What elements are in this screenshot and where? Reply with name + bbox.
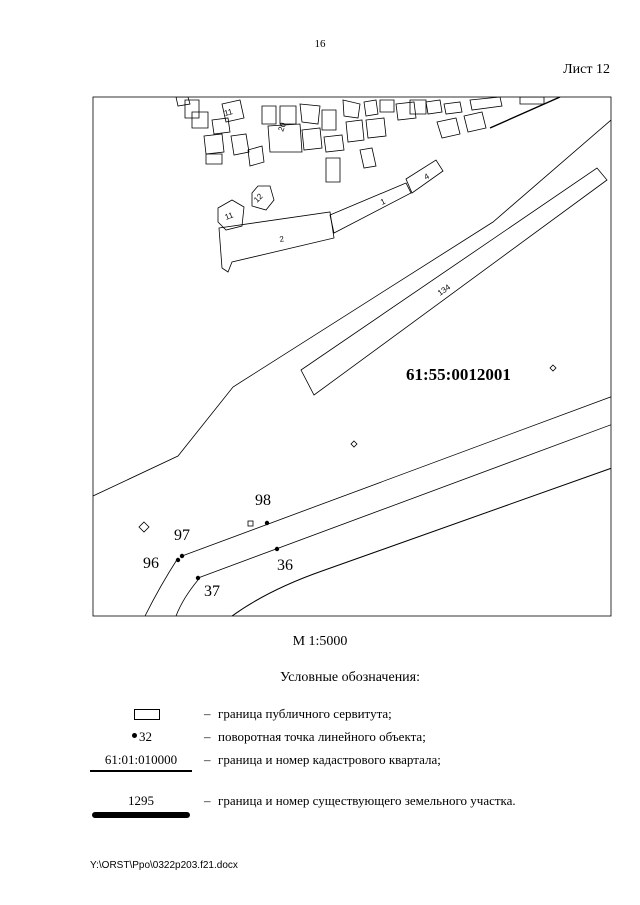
parcel-label-11-south: 11	[224, 210, 235, 221]
turning-point-96	[175, 557, 181, 563]
page-number: 16	[314, 38, 326, 50]
parcel-label-1: 1	[379, 197, 387, 207]
parcel-label-12: 12	[252, 191, 265, 204]
legend-dash: –	[204, 793, 211, 808]
point-label-96: 96	[143, 555, 159, 572]
legend-title: Условные обозначения:	[279, 670, 421, 685]
parcel-label-4: 4	[423, 171, 432, 181]
road-curve-west	[144, 557, 179, 616]
legend-item-cadastral-quarter: 61:01:010000 – граница и номер кадастров…	[0, 750, 640, 772]
legend-text: граница и номер кадастрового квартала;	[218, 752, 441, 767]
servitude-line-north	[181, 396, 611, 557]
legend-text: граница публичного сервитута;	[218, 706, 392, 721]
building-blocks	[175, 97, 545, 231]
point-label-97: 97	[174, 527, 190, 544]
parcel-4	[405, 159, 444, 194]
legend-dash: –	[204, 729, 211, 744]
parcel-label-20: 20	[276, 121, 288, 133]
legend-dash: –	[204, 752, 211, 767]
turning-point-98	[264, 520, 270, 526]
footer-file-path: Y:\ORST\Ppo\0322p203.f21.docx	[90, 860, 238, 871]
servitude-line-south	[197, 424, 611, 579]
legend-symbol-thick-line: 1295	[90, 791, 192, 818]
parcel-label-2: 2	[279, 234, 285, 244]
legend-symbol-text: 32	[139, 729, 152, 744]
road-boundary-top-right	[489, 97, 561, 129]
legend-symbol-rectangle	[90, 704, 192, 724]
legend-symbol-text: 61:01:010000	[104, 752, 178, 767]
parcel-134	[300, 167, 608, 396]
legend-item-land-parcel: 1295 – граница и номер существующего зем…	[0, 791, 640, 818]
legend-text: поворотная точка линейного объекта;	[218, 729, 426, 744]
turning-point-36	[274, 546, 280, 552]
parcel-2	[218, 211, 335, 273]
legend-symbol-text: 1295	[128, 793, 154, 808]
turning-point-97	[179, 553, 185, 559]
legend-item-servitude: – граница публичного сервитута;	[0, 704, 640, 724]
legend-text: граница и номер существующего земельного…	[218, 793, 516, 808]
parcel-label-11-north: 11	[223, 107, 234, 118]
point-label-98: 98	[255, 492, 271, 509]
cadastral-quarter-label: 61:55:0012001	[406, 365, 511, 384]
point-label-37: 37	[204, 583, 220, 600]
small-markers	[138, 364, 557, 533]
sheet-label: Лист 12	[563, 62, 610, 77]
legend-symbol-thin-line: 61:01:010000	[90, 750, 192, 772]
legend-symbol-dot: 32	[90, 727, 192, 747]
turning-point-37	[195, 575, 201, 581]
map-frame	[92, 96, 612, 617]
road-curve-south	[231, 467, 611, 616]
parcel-1	[329, 182, 412, 234]
scale-label: М 1:5000	[292, 634, 348, 649]
road-boundary-upper	[93, 119, 611, 497]
point-label-36: 36	[277, 557, 293, 574]
road-curve-east	[175, 579, 199, 616]
legend-dash: –	[204, 706, 211, 721]
legend-item-turning-point: 32 – поворотная точка линейного объекта;	[0, 727, 640, 747]
